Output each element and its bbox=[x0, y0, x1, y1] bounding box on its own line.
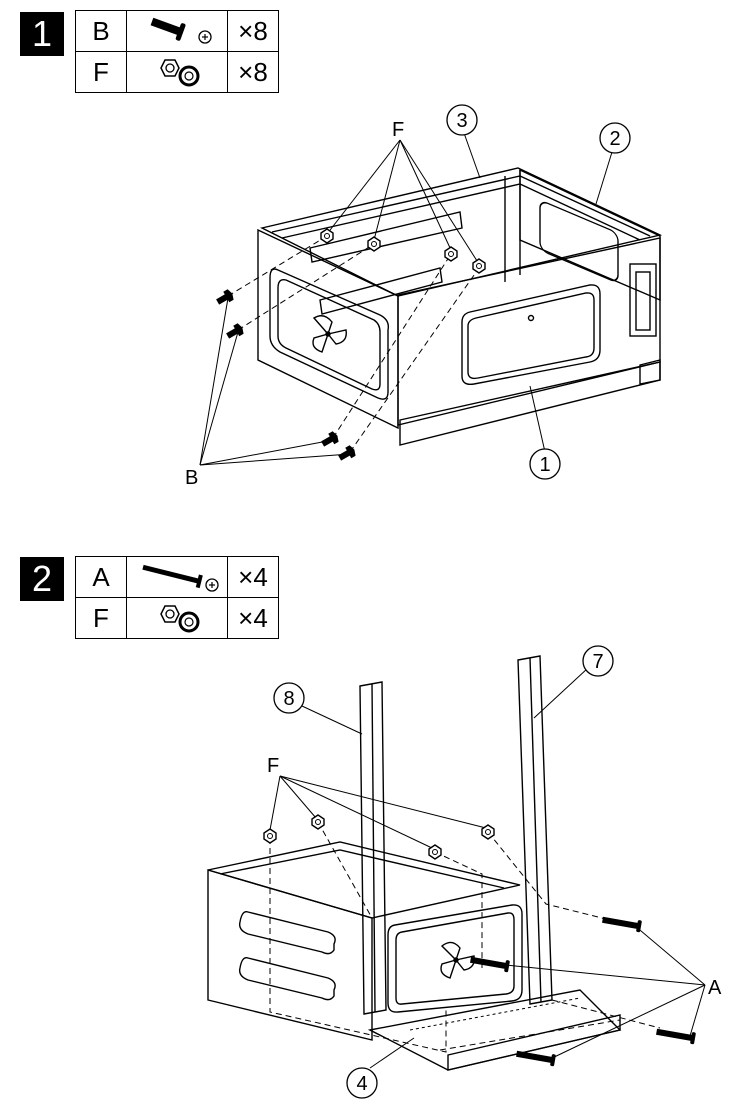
callout-label: 8 bbox=[283, 688, 294, 710]
callout-label: 3 bbox=[456, 110, 467, 132]
nut-icon bbox=[429, 845, 441, 859]
callout-circle: 4 bbox=[347, 1068, 377, 1098]
callout-circle: 7 bbox=[583, 646, 613, 676]
callout-circle: 2 bbox=[600, 123, 630, 153]
fan-icon bbox=[313, 316, 346, 352]
nut-icon bbox=[482, 825, 494, 839]
callout-circle: 1 bbox=[530, 449, 560, 479]
callout-label: 1 bbox=[539, 454, 550, 476]
screw-icon bbox=[215, 288, 236, 307]
screw-icon bbox=[337, 444, 358, 463]
callout-circle: 3 bbox=[447, 105, 477, 135]
cabinet-top bbox=[208, 842, 520, 918]
bolt-icon bbox=[656, 1026, 696, 1045]
step-2-diagram bbox=[208, 656, 705, 1070]
callout-label: 2 bbox=[609, 128, 620, 150]
screw-icon bbox=[225, 322, 246, 341]
bottom-plate bbox=[400, 362, 660, 445]
part-letter-label: F bbox=[392, 119, 404, 141]
part-letter-label: B bbox=[185, 467, 198, 489]
bolt-icon bbox=[470, 954, 510, 973]
nut-icon bbox=[321, 229, 333, 243]
nut-icon bbox=[312, 815, 324, 829]
cabinet-left-panel bbox=[208, 870, 372, 1040]
part-letter-label: F bbox=[267, 755, 279, 777]
nut-icon bbox=[368, 237, 380, 251]
nut-icon bbox=[264, 829, 276, 843]
callout-label: 4 bbox=[356, 1073, 367, 1095]
bolt-icon bbox=[602, 914, 642, 933]
screw-icon bbox=[320, 430, 341, 449]
control-panel bbox=[630, 264, 656, 336]
callout-circle: 8 bbox=[274, 683, 304, 713]
part-letter-label: A bbox=[708, 977, 722, 999]
fan-icon bbox=[441, 942, 474, 978]
bolt-icon bbox=[516, 1048, 556, 1067]
callout-label: 7 bbox=[592, 651, 603, 673]
right-end-panel bbox=[520, 170, 660, 300]
step-1-diagram bbox=[200, 133, 660, 465]
nut-icon bbox=[445, 247, 457, 261]
nut-icon bbox=[473, 259, 485, 273]
